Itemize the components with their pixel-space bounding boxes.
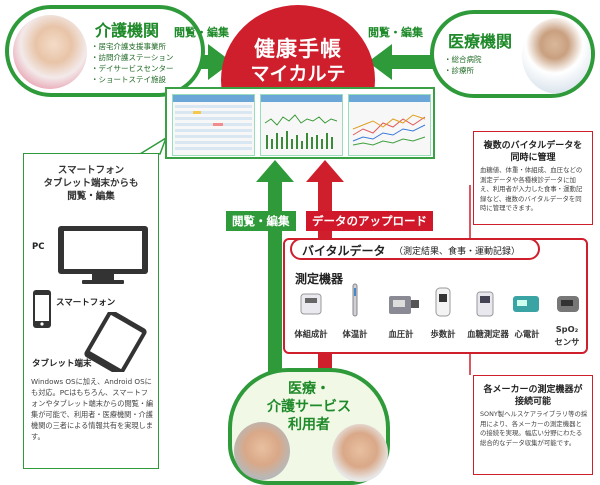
vital-data-title: バイタルデータ: [302, 244, 386, 258]
green-up-arrow-shaft: [268, 180, 282, 375]
red-up-arrow-head: [306, 160, 344, 182]
logo-title-line1: 健康手帳: [254, 37, 342, 61]
device-label: SpO₂: [555, 324, 579, 334]
list-item: 診療所: [444, 65, 482, 76]
list-item: デイサービスセンター: [91, 63, 174, 74]
green-up-arrow-head: [256, 160, 294, 182]
list-item: 居宅介護支援事業所: [91, 41, 174, 52]
multi-vital-heading-line2: 同時に管理: [510, 153, 556, 163]
list-item: ショートステイ施設: [91, 74, 174, 85]
device-label: 体組成計: [294, 329, 328, 339]
thermometer-icon: [352, 283, 358, 317]
right-arrow-label: 閲覧・編集: [368, 26, 423, 39]
user-title-line1: 医療・: [288, 381, 330, 397]
maker-device-heading-line2: 接続可能: [514, 397, 551, 407]
maker-device-heading-line1: 各メーカーの測定機器が: [483, 385, 583, 395]
device-label: 血圧計: [388, 329, 414, 339]
elderly-woman-photo: [234, 422, 290, 480]
upload-chip: データのアップロード: [306, 211, 433, 231]
elderly-man-photo: [332, 424, 388, 482]
bar-screen-graphic: [261, 95, 342, 149]
multi-vital-body: 血糖値、体重・体組成、血圧などの測定データや各種検診データに加え、利用者が入力し…: [480, 166, 583, 212]
pedometer-icon: [435, 287, 451, 317]
device-label: 血糖測定器: [467, 329, 509, 339]
vital-data-subtitle: （測定結果、食事・運動記録）: [394, 247, 521, 257]
device-label: 歩数計: [430, 329, 456, 339]
vital-data-title-pill: バイタルデータ （測定結果、食事・運動記録）: [290, 238, 540, 260]
medical-institution-title: 医療機関: [448, 32, 513, 51]
screenshots-panel: [165, 87, 435, 159]
device-label: センサ: [554, 337, 580, 347]
care-institution-title: 介護機関: [95, 21, 160, 40]
view-edit-chip: 閲覧・編集: [226, 211, 296, 231]
screen-bar-graph: [260, 94, 343, 156]
spo2-sensor-icon: [557, 296, 579, 312]
logo-title-line2: マイカルテ: [250, 63, 346, 85]
device-support-callout: スマートフォン タブレット端末からも 閲覧・編集 PC スマートフォン タブレッ…: [23, 153, 159, 469]
callout-title-line2: タブレット端末からも: [43, 178, 139, 189]
caregiver-photo: [13, 15, 87, 89]
service-user-circle: 医療・ 介護サービス 利用者: [228, 368, 390, 485]
callout-title-line1: スマートフォン: [57, 165, 125, 176]
callout-title-line3: 閲覧・編集: [67, 191, 115, 202]
screen-line-graph: [348, 94, 431, 156]
medical-institution-list: 総合病院 診療所: [444, 54, 482, 76]
screen-table: [172, 94, 255, 156]
user-title-line3: 利用者: [288, 417, 330, 433]
glucose-meter-icon: [476, 291, 494, 317]
list-item: 訪問介護ステーション: [91, 52, 174, 63]
medical-institution-circle: 医療機関 総合病院 診療所: [430, 10, 595, 98]
left-arrow-head: [208, 44, 232, 80]
tablet-icon: [84, 312, 147, 372]
smartphone-icon: [33, 290, 51, 328]
list-item: 総合病院: [444, 54, 482, 65]
body-composition-icon: [300, 293, 322, 315]
care-institution-list: 居宅介護支援事業所 訪問介護ステーション デイサービスセンター ショートステイ施…: [91, 41, 174, 85]
care-institution-circle: 介護機関 居宅介護支援事業所 訪問介護ステーション デイサービスセンター ショー…: [5, 5, 205, 97]
maker-device-callout: 各メーカーの測定機器が 接続可能 SONY製ヘルスケアライブラリ等の採用により、…: [473, 375, 593, 475]
maker-device-body: SONY製ヘルスケアライブラリ等の採用により、各メーカーの測定機器との接続を実現…: [480, 410, 588, 447]
pc-monitor-icon: [58, 226, 148, 284]
smartphone-label: スマートフォン: [56, 298, 116, 308]
tablet-label: タブレット端末: [32, 359, 92, 369]
multi-vital-heading-line1: 複数のバイタルデータを: [483, 141, 583, 151]
ecg-icon: [513, 296, 539, 312]
device-label: 心電計: [514, 329, 540, 339]
blood-pressure-icon: [389, 296, 419, 314]
right-arrow-head: [368, 44, 392, 80]
multi-vital-callout: 複数のバイタルデータを 同時に管理 血糖値、体重・体組成、血圧などの測定データや…: [473, 131, 593, 225]
left-callout-pointer: [137, 136, 168, 155]
left-arrow-label: 閲覧・編集: [174, 26, 229, 39]
user-title-line2: 介護サービス: [267, 399, 351, 415]
device-label: 体温計: [342, 329, 368, 339]
line-screen-graphic: [349, 95, 430, 146]
devices-heading: 測定機器: [295, 272, 344, 286]
doctor-photo: [522, 18, 591, 94]
table-screen-graphic: [173, 95, 254, 150]
pc-label: PC: [32, 242, 45, 252]
device-support-description: Windows OSに加え、Android OSにも対応。PCはもちろん、スマー…: [31, 377, 154, 441]
